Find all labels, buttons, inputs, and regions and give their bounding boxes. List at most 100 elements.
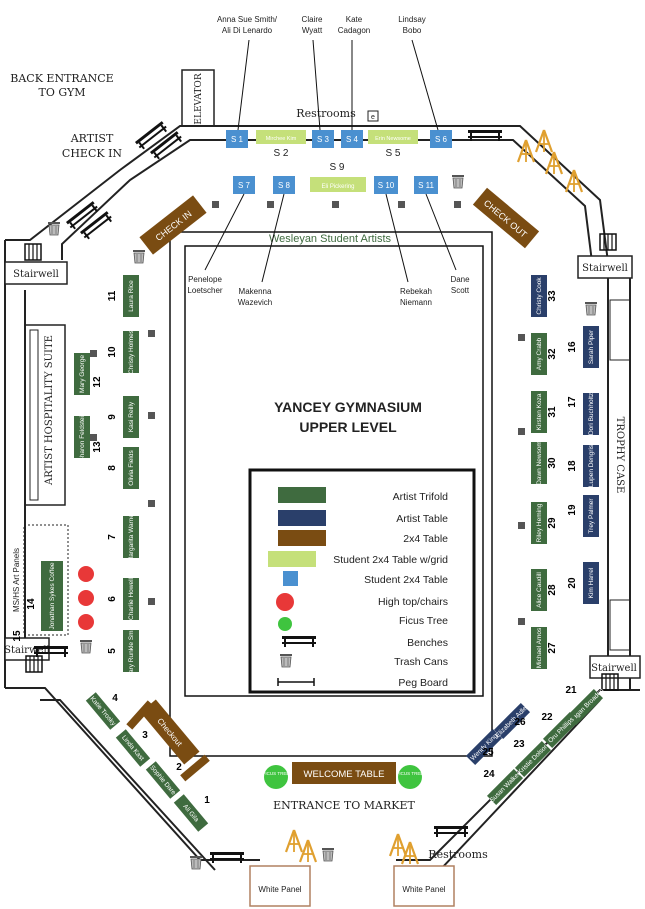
artist-number: 10 [107,346,118,358]
artist-name: Dori Buchholtz [588,393,595,435]
artist-trifold[interactable]: Charlie Howell [123,577,139,620]
artist-name: Mary George [79,355,86,393]
svg-text:S 3: S 3 [317,135,330,144]
artist-number: 12 [92,376,103,388]
stair-icon [24,243,42,261]
legend-label: 2x4 Table [403,533,448,545]
svg-text:White Panel: White Panel [258,885,301,894]
back-entrance-label: BACK ENTRANCE [10,72,113,85]
artist-trifold[interactable]: Michael Amos [531,627,547,669]
artist-trifold-icon [278,487,326,503]
hospitality-suite [24,324,66,506]
artist-name: Sophie Dare [148,764,177,796]
artist-trifold[interactable]: Alice Caudill [531,569,547,611]
bench-icon [66,201,100,231]
trash-can-icon [79,639,93,654]
legend-label: Student 2x4 Table [364,574,448,586]
check-out-table[interactable]: CHECK OUT [472,187,540,249]
artist-table[interactable]: Christy Cook [531,275,547,317]
trash-can-icon [584,301,598,316]
artist-number: 32 [547,348,558,360]
artist-trifold[interactable]: Mary Runkle Smith [123,623,139,678]
artist-trifold[interactable]: Amy Crabb [531,333,547,375]
svg-text:Bobo: Bobo [403,26,422,35]
table-2x4[interactable] [180,754,210,782]
artist-table[interactable]: Sarah Piper [583,326,599,368]
table-2x4[interactable] [126,700,154,730]
svg-text:S 7: S 7 [238,181,251,190]
legend-label: Trash Cans [394,656,448,668]
student-table[interactable] [414,176,438,194]
artist-number: 18 [567,460,578,472]
artist-number: 13 [92,441,103,453]
student-table[interactable] [341,130,363,148]
svg-text:White Panel: White Panel [402,885,445,894]
student-grid-table[interactable] [310,177,366,192]
trash-can-icon [189,855,203,870]
student-grid-table[interactable] [368,130,418,144]
svg-text:Rebekah: Rebekah [400,287,432,296]
artist-table[interactable]: Dori Buchholtz [583,393,599,435]
artist-name: Christy Cook [536,277,543,315]
student-table[interactable] [312,130,334,148]
artist-trifold[interactable]: Sophie Dare [145,761,181,799]
artist-trifold[interactable]: Dawn Newsom [531,441,547,485]
welcome-table[interactable] [292,762,396,784]
artist-name: Kasi Reilly [128,401,135,432]
svg-text:Dane: Dane [450,275,470,284]
artist-trifold[interactable]: Olivia Fields [123,447,139,489]
student-grid-table[interactable] [256,130,306,144]
artist-name: Kim Harrel [588,567,595,598]
svg-text:S 2: S 2 [273,148,288,159]
student-table[interactable] [226,130,248,148]
legend: Artist Trifold Artist Table 2x4 Table St… [268,487,448,689]
artist-trifold[interactable]: Laura Rice [123,275,139,317]
artist-trifold[interactable]: Margarita Warner [123,511,139,562]
artist-table[interactable]: Kim Harrel [583,562,599,604]
artist-trifold[interactable]: Kasi Reilly [123,396,139,438]
artist-trifold[interactable]: Riley Heming [531,502,547,544]
artist-table[interactable]: Trey Palmer [583,495,599,537]
artist-number: 30 [547,457,558,469]
artist-number: 31 [547,406,558,418]
high-top [78,614,94,630]
artist-checkin-label: ARTIST [70,132,114,145]
artist-table[interactable]: Lupen Dengris [583,444,599,487]
artist-number: 23 [513,739,525,750]
svg-text:Cadagon: Cadagon [338,26,370,35]
student-table[interactable] [273,176,295,194]
peg-board-icon [277,678,315,686]
artist-name: Michael Amos [536,627,543,668]
student-table[interactable] [374,176,398,194]
student-table[interactable] [233,176,255,194]
legend-label: Benches [407,637,448,649]
student-table[interactable] [430,130,452,148]
svg-text:Loetscher: Loetscher [187,286,222,295]
svg-text:Makenna: Makenna [239,287,272,296]
artist-trifold[interactable]: Christy Holmes [123,329,139,374]
ficus-tree-icon [278,617,292,631]
student-table-grid-icon [268,551,316,567]
artist-trifold[interactable]: Kirsten Koza [531,391,547,433]
student-area: S 1 Mirchee Kim S 2 S 3 S 4 Erin Newsome… [187,15,470,307]
table-2x4-icon [278,530,326,546]
artist-name: Alice Caudill [536,572,543,608]
artist-number: 8 [107,465,118,471]
svg-text:S 8: S 8 [278,181,291,190]
title-line1: YANCEY GYMNASIUM [274,399,422,415]
svg-text:S 9: S 9 [329,162,344,173]
gym-inner [184,245,484,697]
high-top [78,590,94,606]
title-line2: UPPER LEVEL [299,419,397,435]
artist-trifold[interactable]: Mary George [74,353,90,395]
artist-trifold[interactable]: Ali Gila [173,794,209,832]
artist-trifold[interactable]: Sharon Feldstein [74,412,90,462]
artist-number: 6 [107,596,118,602]
artist-name: Jonathan Sykes Coffee [49,562,56,629]
artist-number: 33 [547,290,558,302]
ficus-tree [398,765,422,789]
restrooms-bottom-label: Restrooms [428,848,488,861]
artist-trifold[interactable]: Jonathan Sykes Coffee [41,561,63,631]
artist-table[interactable]: Elizabeth Adler [492,700,532,740]
svg-text:Anna Sue Smith/: Anna Sue Smith/ [217,15,278,24]
